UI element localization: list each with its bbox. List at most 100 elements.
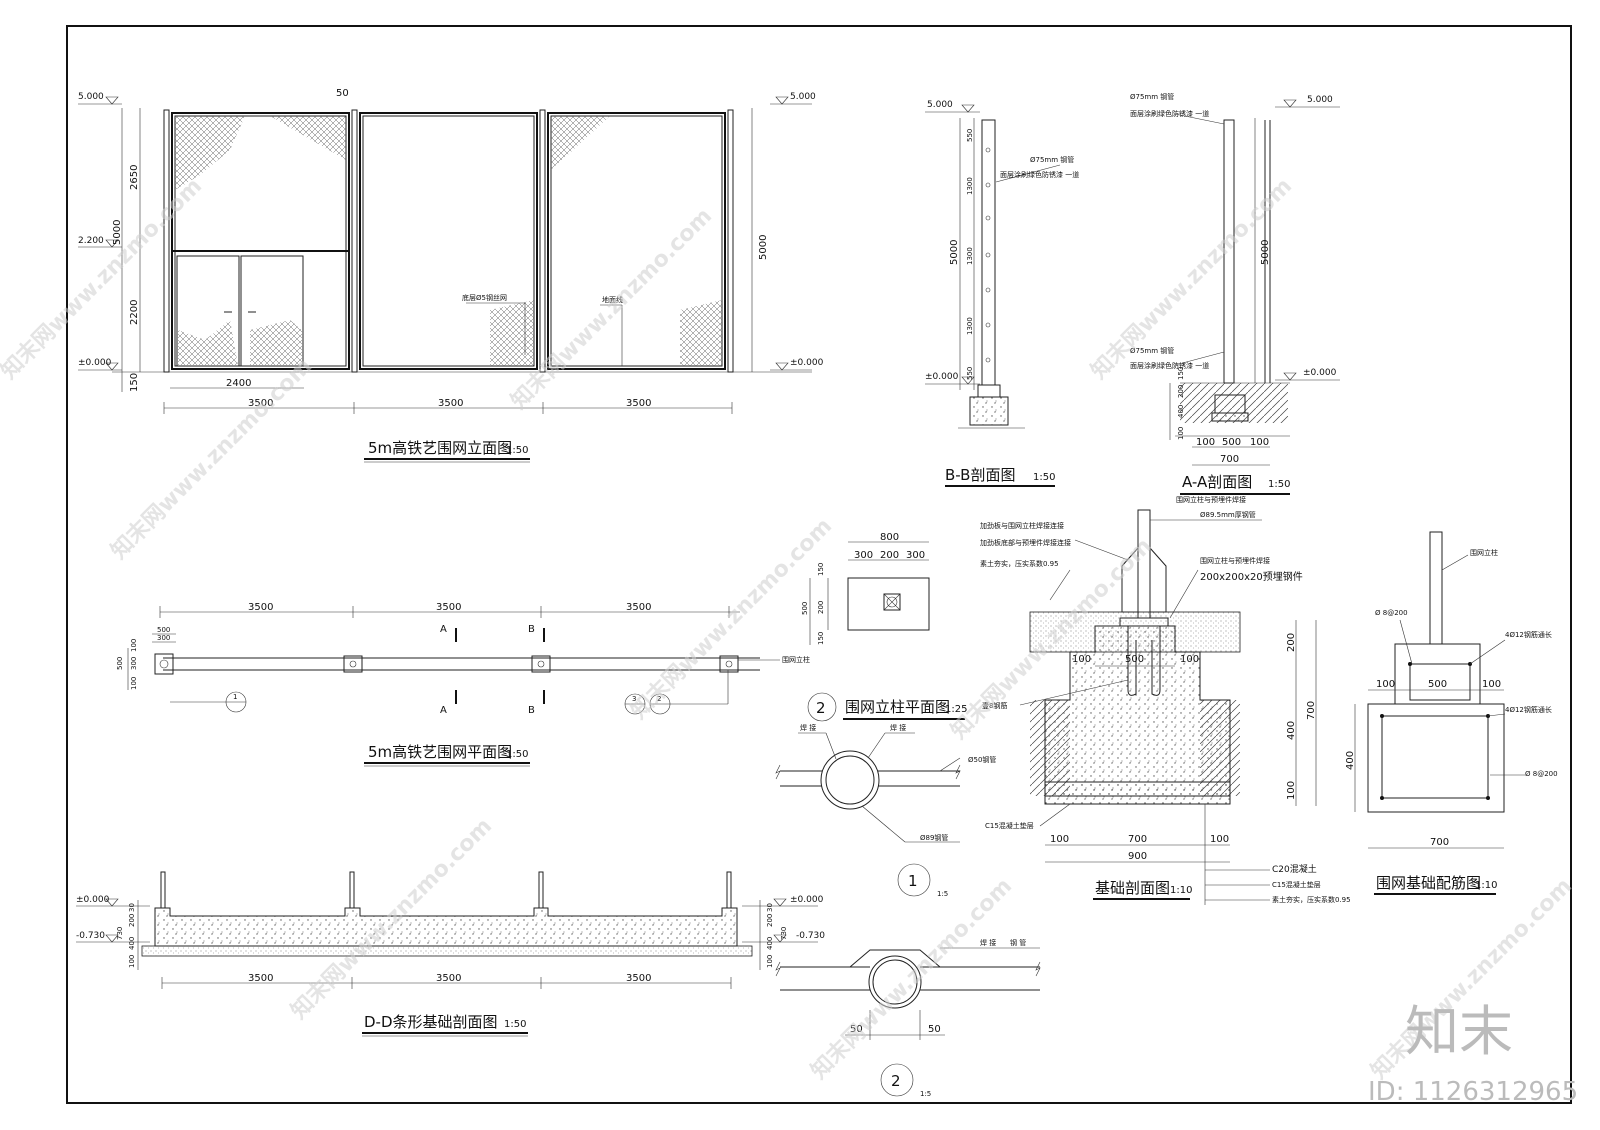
- svg-text:500: 500: [801, 602, 809, 615]
- detail-2: 焊 接 钢 管 50 50 2 1:5: [775, 938, 1041, 1098]
- svg-text:±0.000: ±0.000: [925, 372, 959, 382]
- rebar-section: 围网立柱 Ø 8@200 4Ø12钢筋通长 4Ø12钢筋通长 Ø 8@200 1…: [1345, 531, 1558, 895]
- svg-text:3500: 3500: [248, 602, 273, 613]
- bb-title: B-B剖面图: [945, 466, 1015, 484]
- svg-text:1:50: 1:50: [1033, 472, 1055, 483]
- svg-text:1:50: 1:50: [504, 1019, 526, 1030]
- svg-text:400: 400: [1286, 721, 1297, 740]
- svg-text:±0.000: ±0.000: [78, 358, 112, 368]
- svg-text:700: 700: [1306, 701, 1317, 720]
- svg-text:知末网www.znzmo.com: 知末网www.znzmo.com: [0, 173, 207, 384]
- svg-text:3500: 3500: [436, 602, 461, 613]
- svg-text:1:50: 1:50: [1268, 479, 1290, 490]
- svg-text:3: 3: [632, 695, 636, 703]
- svg-text:-0.730: -0.730: [76, 931, 105, 941]
- svg-text:素土夯实，压实系数0.95: 素土夯实，压实系数0.95: [1272, 895, 1351, 904]
- svg-text:加劲板与围网立柱焊接连接: 加劲板与围网立柱焊接连接: [980, 521, 1064, 530]
- elev-level-zero-left: ±0.000: [78, 358, 122, 371]
- svg-text:2400: 2400: [226, 378, 251, 389]
- svg-text:300: 300: [906, 550, 925, 561]
- svg-text:Ø 8@200: Ø 8@200: [1375, 609, 1408, 617]
- svg-text:±0.000: ±0.000: [76, 895, 110, 905]
- elev-level-top-left: 5.000: [78, 92, 122, 105]
- svg-text:3500: 3500: [248, 973, 273, 984]
- svg-text:5.000: 5.000: [790, 92, 816, 102]
- svg-text:Ø75mm 钢管: Ø75mm 钢管: [1130, 92, 1174, 101]
- svg-text:围网立柱与预埋件焊接: 围网立柱与预埋件焊接: [1200, 556, 1270, 565]
- svg-text:±0.000: ±0.000: [790, 358, 824, 368]
- svg-text:2: 2: [816, 699, 826, 717]
- svg-text:2200: 2200: [129, 300, 140, 325]
- dd-section: ±0.000 -0.730 ±0.000 -0.730 30 200 400 1…: [76, 871, 825, 1037]
- svg-text:500: 500: [116, 657, 124, 670]
- svg-text:5000: 5000: [1260, 240, 1271, 265]
- svg-text:Ø89.5mm厚钢管: Ø89.5mm厚钢管: [1200, 510, 1256, 519]
- elev-level-top-right: 5.000: [770, 92, 816, 105]
- svg-text:200: 200: [880, 550, 899, 561]
- svg-text:-0.730: -0.730: [796, 931, 825, 941]
- brand-logo: 知末: [1405, 1000, 1513, 1063]
- svg-text:围网立柱与预埋件焊接: 围网立柱与预埋件焊接: [1176, 495, 1246, 504]
- svg-text:1300: 1300: [966, 177, 974, 195]
- svg-text:2650: 2650: [129, 165, 140, 190]
- svg-text:800: 800: [880, 532, 899, 543]
- svg-text:200: 200: [1286, 633, 1297, 652]
- svg-text:3500: 3500: [248, 398, 273, 409]
- svg-text:壹8钢筋: 壹8钢筋: [982, 701, 1007, 710]
- svg-text:300: 300: [130, 657, 138, 670]
- svg-text:100: 100: [130, 639, 138, 652]
- svg-text:1:5: 1:5: [937, 890, 948, 898]
- svg-text:B: B: [528, 624, 535, 635]
- svg-text:Ø 8@200: Ø 8@200: [1525, 770, 1558, 778]
- svg-text:1300: 1300: [966, 317, 974, 335]
- svg-text:150: 150: [129, 373, 140, 392]
- svg-text:1:10: 1:10: [1170, 885, 1192, 896]
- svg-text:B: B: [528, 705, 535, 716]
- svg-text:C15混凝土垫层: C15混凝土垫层: [1272, 880, 1321, 889]
- svg-text:A: A: [440, 624, 447, 635]
- svg-text:围网立柱: 围网立柱: [782, 655, 810, 664]
- svg-text:300: 300: [854, 550, 873, 561]
- svg-text:Ø75mm 钢管: Ø75mm 钢管: [1130, 346, 1174, 355]
- svg-text:A: A: [440, 705, 447, 716]
- svg-text:400: 400: [766, 937, 774, 950]
- svg-text:100: 100: [1210, 834, 1229, 845]
- svg-text:500: 500: [1428, 679, 1447, 690]
- dd-title: D-D条形基础剖面图: [364, 1013, 498, 1031]
- svg-text:地面线: 地面线: [602, 295, 623, 304]
- svg-text:1:25: 1:25: [945, 704, 967, 715]
- detail-1: 焊 接 焊 接 Ø50钢管 Ø89钢管 1 1:5: [775, 723, 996, 898]
- svg-text:50: 50: [850, 1024, 863, 1035]
- svg-text:Ø89钢管: Ø89钢管: [920, 833, 948, 842]
- svg-text:200: 200: [817, 601, 825, 614]
- svg-text:钢 管: 钢 管: [1010, 938, 1026, 947]
- svg-text:100: 100: [766, 955, 774, 968]
- svg-text:200x200x20预埋钢件: 200x200x20预埋钢件: [1200, 570, 1303, 583]
- svg-text:5.000: 5.000: [927, 100, 953, 110]
- svg-text:30: 30: [128, 903, 136, 912]
- svg-text:±0.000: ±0.000: [1303, 368, 1337, 378]
- svg-text:知末网www.znzmo.com: 知末网www.znzmo.com: [626, 513, 837, 724]
- svg-text:730: 730: [116, 927, 124, 940]
- svg-text:100: 100: [1250, 437, 1269, 448]
- rebar-title: 围网基础配筋图: [1376, 874, 1481, 892]
- svg-text:400: 400: [1177, 405, 1185, 418]
- svg-text:50: 50: [928, 1024, 941, 1035]
- svg-text:100: 100: [1482, 679, 1501, 690]
- svg-text:5.000: 5.000: [78, 92, 104, 102]
- svg-text:50: 50: [336, 88, 349, 99]
- image-id: ID: 1126312965: [1368, 1077, 1578, 1107]
- svg-text:3500: 3500: [436, 973, 461, 984]
- svg-text:1:50: 1:50: [506, 445, 528, 456]
- plan-view: 3500 3500 3500 500 300 100 300 100 500 A…: [116, 602, 810, 767]
- svg-text:素土夯实，压实系数0.95: 素土夯实，压实系数0.95: [980, 559, 1059, 568]
- svg-text:150: 150: [817, 632, 825, 645]
- svg-text:500: 500: [1125, 654, 1144, 665]
- svg-text:知末网www.znzmo.com: 知末网www.znzmo.com: [806, 873, 1017, 1084]
- svg-text:1: 1: [233, 693, 237, 701]
- svg-text:1:50: 1:50: [506, 749, 528, 760]
- svg-text:100: 100: [130, 677, 138, 690]
- svg-text:底层Ø5钢丝网: 底层Ø5钢丝网: [462, 293, 507, 302]
- svg-text:1:10: 1:10: [1475, 880, 1497, 891]
